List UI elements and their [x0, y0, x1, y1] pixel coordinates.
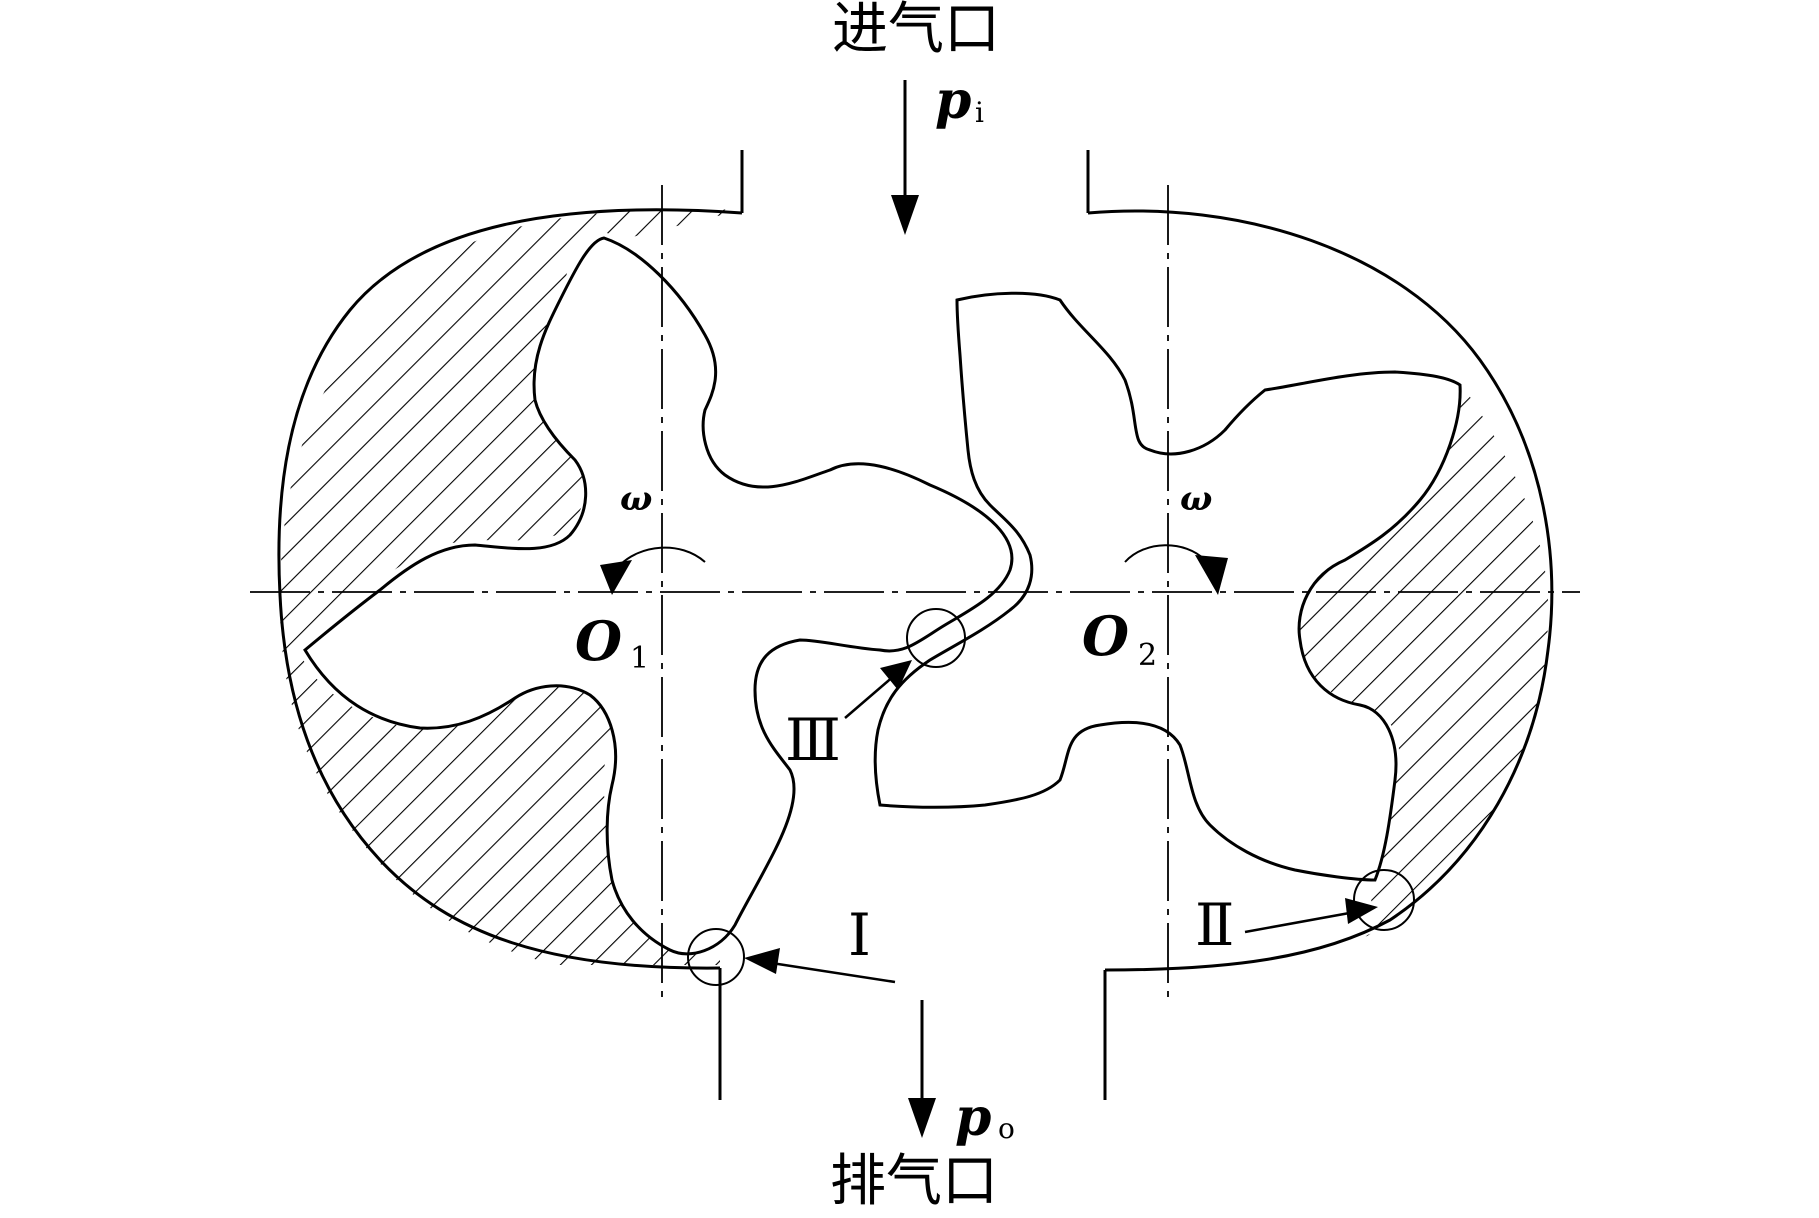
- outlet-arrow: [908, 1000, 936, 1138]
- p-out-subscript: o: [998, 1112, 1015, 1145]
- o1-label: O: [575, 609, 622, 673]
- center-lines: [250, 185, 1580, 1005]
- omega-right-label: ω: [1180, 479, 1212, 519]
- contact-circle-1: [687, 928, 745, 986]
- p-in-subscript: i: [975, 96, 984, 129]
- leader-1: [744, 948, 896, 984]
- o2-subscript: 2: [1138, 638, 1157, 673]
- point-1-label: Ⅰ: [848, 901, 871, 969]
- omega-left-label: ω: [620, 479, 652, 519]
- contact-circles: [687, 608, 1415, 986]
- left-rotor: [303, 236, 1014, 956]
- hatched-region: [279, 209, 1549, 966]
- right-hatch-area: [1297, 385, 1549, 950]
- inlet-label: 进气口: [832, 0, 1000, 62]
- leader-3: [844, 660, 912, 719]
- o1-subscript: 1: [630, 641, 649, 676]
- p-out-label: p: [955, 1087, 991, 1148]
- p-in-label: p: [935, 70, 971, 131]
- rotation-arrow-left: [600, 546, 706, 595]
- contact-circle-2: [1353, 869, 1415, 931]
- contact-circle-3: [906, 608, 966, 668]
- rotation-arrow-right: [1124, 544, 1228, 595]
- leader-2: [1244, 898, 1378, 934]
- outlet-label: 排气口: [830, 1149, 998, 1214]
- o2-label: O: [1082, 604, 1129, 668]
- inlet-arrow: [891, 80, 919, 235]
- left-hatch-area: [279, 209, 742, 966]
- casing-right-arc: [1087, 209, 1554, 972]
- casing-left-arc: [277, 208, 743, 970]
- casing-outline: [277, 150, 1554, 1100]
- point-3-label: Ⅲ: [785, 706, 841, 774]
- point-2-label: Ⅱ: [1195, 891, 1234, 959]
